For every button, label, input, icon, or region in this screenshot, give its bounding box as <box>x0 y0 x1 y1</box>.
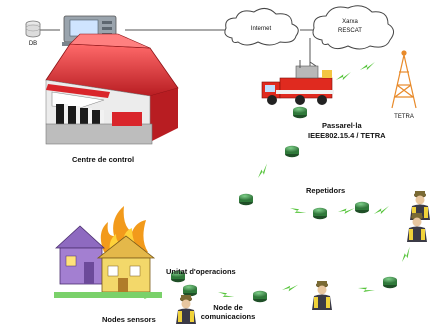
wireless-link-tetra <box>335 61 377 83</box>
fire-truck-icon <box>261 60 334 105</box>
wireless-link <box>281 283 300 293</box>
sensor-nodes-label: Nodes sensors <box>102 315 156 324</box>
mesh-node <box>285 145 299 158</box>
rescat-label-line2: RESCAT <box>338 28 362 34</box>
internet-cloud <box>224 8 299 46</box>
wireless-link <box>256 162 271 180</box>
gateway-label-line1: Passarel·la <box>322 121 362 130</box>
wireless-link <box>288 206 307 217</box>
tetra-label: TETRA <box>394 114 414 120</box>
database-icon <box>25 20 41 38</box>
communication-node <box>253 290 267 303</box>
mesh-node <box>383 276 397 289</box>
control-center-building <box>45 33 179 145</box>
repeater-node <box>313 207 327 220</box>
mesh-node <box>239 193 253 206</box>
gateway-label-line2: IEEE802.15.4 / TETRA <box>308 131 386 140</box>
operator-icon <box>312 281 332 310</box>
internet-label: Internet <box>251 26 272 32</box>
wireless-link <box>337 207 356 215</box>
repeater-node <box>355 201 369 214</box>
db-label: DB <box>29 41 37 47</box>
burning-house-icon <box>54 206 162 298</box>
operations-unit-icon <box>176 295 196 324</box>
wireless-link <box>216 290 235 301</box>
gateway-node <box>293 106 307 119</box>
wireless-link <box>373 205 391 217</box>
operations-unit-label: Unitat d'operacions <box>166 267 236 276</box>
repeaters-label: Repetidors <box>306 186 345 195</box>
wireless-link <box>400 246 414 264</box>
communication-node-label-line1: Node de <box>213 303 243 312</box>
mesh-node <box>183 284 197 297</box>
control-center-label: Centre de control <box>72 155 134 164</box>
wireless-link <box>357 286 376 294</box>
rescat-label-line1: Xarxa <box>342 19 358 25</box>
communication-node-label-line2: comunicacions <box>201 312 256 321</box>
tetra-tower-icon <box>391 50 417 109</box>
rescat-cloud <box>312 5 394 50</box>
